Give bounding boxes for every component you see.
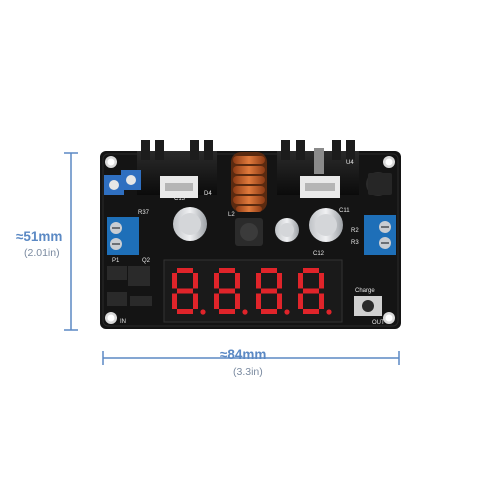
- silk-u4: U4: [346, 160, 354, 166]
- display-segment: [277, 293, 282, 309]
- charge-push-button: [354, 296, 382, 316]
- display-segment: [172, 273, 177, 289]
- terminal-block-output: [364, 215, 396, 255]
- display-segment: [298, 273, 303, 289]
- silk-r37: R37: [138, 210, 150, 216]
- trimmer-potentiometer: [104, 170, 141, 195]
- width-dimension-inches: (3.3in): [233, 366, 263, 378]
- silk-d4: D4: [204, 191, 212, 197]
- display-decimal-point: [326, 309, 332, 315]
- heatsink-left: [137, 140, 217, 198]
- display-segment: [172, 293, 177, 309]
- display-segment: [235, 273, 240, 289]
- display-segment: [219, 288, 235, 294]
- display-segment: [261, 309, 277, 314]
- display-segment: [219, 268, 235, 273]
- display-segment: [303, 288, 319, 294]
- silk-q2: Q2: [142, 258, 151, 264]
- silk-r2: R2: [351, 228, 359, 234]
- display-segment: [319, 273, 324, 289]
- heatsink-right: [277, 140, 359, 198]
- display-segment: [214, 273, 219, 289]
- display-segment: [177, 288, 193, 294]
- display-segment: [219, 309, 235, 314]
- display-segment: [256, 293, 261, 309]
- electrolytic-capacitor: [173, 172, 392, 242]
- coil-inductor: [231, 152, 267, 212]
- terminal-block-input: [107, 217, 139, 255]
- display-segment: [303, 268, 319, 273]
- display-segment: [298, 293, 303, 309]
- display-segment: [214, 293, 219, 309]
- display-segment: [261, 288, 277, 294]
- silk-out: OUT: [372, 320, 385, 326]
- dimension-lines: [64, 152, 400, 365]
- silk-c12: C12: [313, 251, 325, 257]
- display-decimal-point: [200, 309, 206, 315]
- silk-r3: R3: [351, 240, 359, 246]
- silk-charge: Charge: [355, 288, 375, 294]
- silk-in: IN: [120, 319, 126, 325]
- display-segment: [177, 309, 193, 314]
- smd-inductor: [235, 218, 263, 246]
- mounting-hole-icon: [105, 156, 395, 324]
- silk-c11: C11: [339, 208, 350, 214]
- silk-l2: L2: [228, 212, 235, 218]
- silk-p1: P1: [112, 258, 120, 264]
- width-dimension-label: ≈84mm: [220, 347, 267, 362]
- display-segment: [303, 309, 319, 314]
- height-dimension-inches: (2.01in): [24, 247, 60, 259]
- height-dimension-label: ≈51mm: [16, 229, 63, 244]
- display-segment: [193, 273, 198, 289]
- display-segment: [256, 273, 261, 289]
- display-segment: [177, 268, 193, 273]
- display-segment: [319, 293, 324, 309]
- display-segment: [277, 273, 282, 289]
- display-decimal-point: [284, 309, 290, 315]
- display-segment: [235, 293, 240, 309]
- display-decimal-point: [242, 309, 248, 315]
- seven-segment-display: [163, 259, 343, 323]
- display-segment: [193, 293, 198, 309]
- smd-chip: [107, 266, 152, 306]
- display-segment: [261, 268, 277, 273]
- silk-c13: C13: [174, 196, 186, 202]
